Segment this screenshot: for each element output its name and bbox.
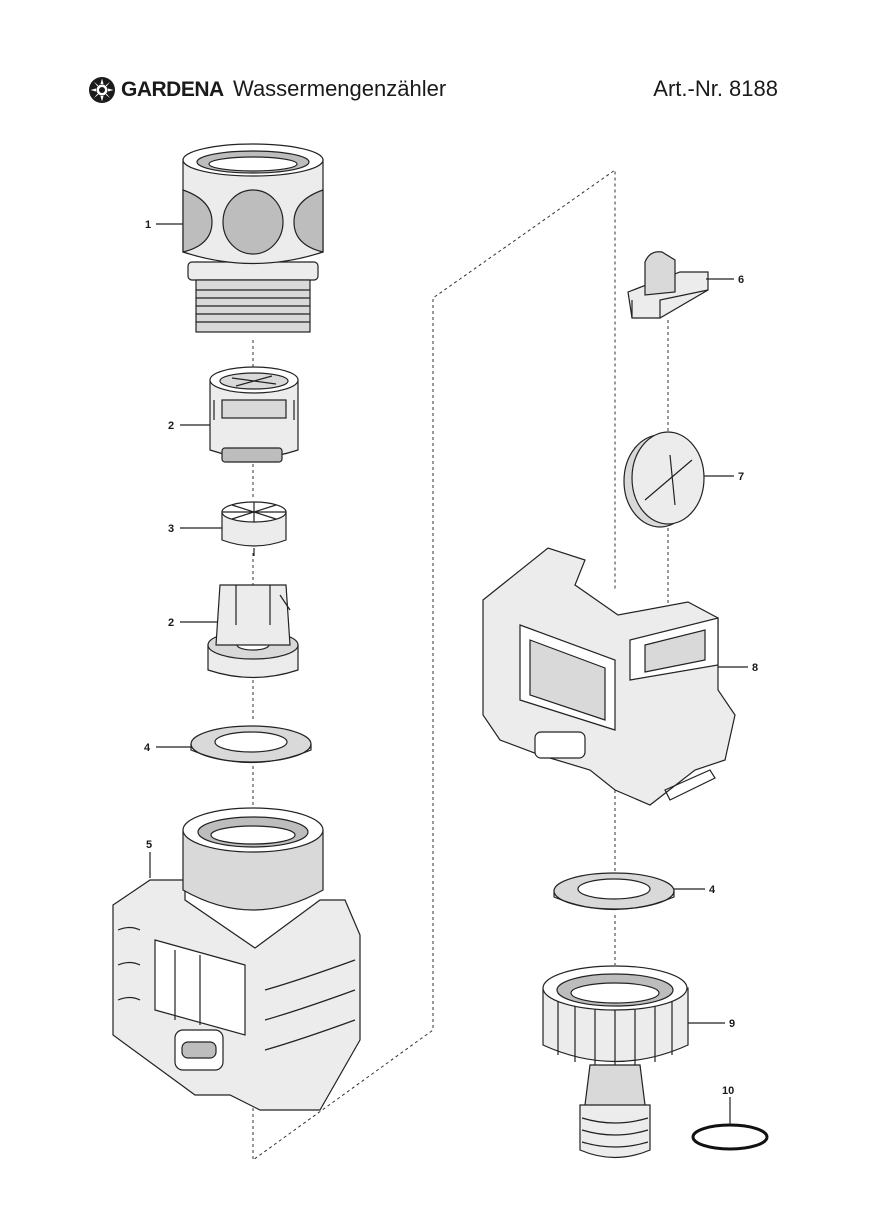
assembly-guide-lines xyxy=(252,169,669,1161)
gardena-flower-logo-icon xyxy=(89,77,115,103)
part-7-cap xyxy=(623,431,705,528)
label-part-4a: 4 xyxy=(144,742,151,754)
page-header: GARDENA Wassermengenzähler Art.-Nr. 8188 xyxy=(88,74,778,106)
part-9-tap-connector xyxy=(542,965,689,1159)
label-part-2a: 2 xyxy=(168,420,174,432)
brand-name: GARDENA xyxy=(121,78,224,101)
part-6-clip xyxy=(627,251,709,319)
part-1-connector xyxy=(182,143,324,333)
part-labels: 1 2 3 2 4 5 6 7 8 4 9 10 xyxy=(144,219,758,1125)
label-part-1: 1 xyxy=(145,219,151,231)
part-10-o-ring xyxy=(691,1123,769,1151)
label-part-8: 8 xyxy=(752,662,758,674)
part-2-lower-insert xyxy=(207,584,299,679)
label-part-5: 5 xyxy=(146,839,152,851)
label-part-10: 10 xyxy=(722,1085,734,1097)
label-part-4b: 4 xyxy=(709,884,716,896)
article-number: Art.-Nr. 8188 xyxy=(653,76,778,101)
part-4-washer-left xyxy=(190,725,312,764)
part-2-upper-insert xyxy=(209,366,299,463)
label-part-7: 7 xyxy=(738,471,744,483)
product-title: Wassermengenzähler xyxy=(233,76,447,101)
part-4-washer-right xyxy=(553,872,675,911)
label-part-9: 9 xyxy=(729,1018,735,1030)
label-part-3: 3 xyxy=(168,523,174,535)
part-8-cover xyxy=(482,547,736,806)
label-part-2b: 2 xyxy=(168,617,174,629)
part-5-housing xyxy=(112,807,361,1111)
label-part-6: 6 xyxy=(738,274,744,286)
part-3-impeller xyxy=(221,501,287,556)
